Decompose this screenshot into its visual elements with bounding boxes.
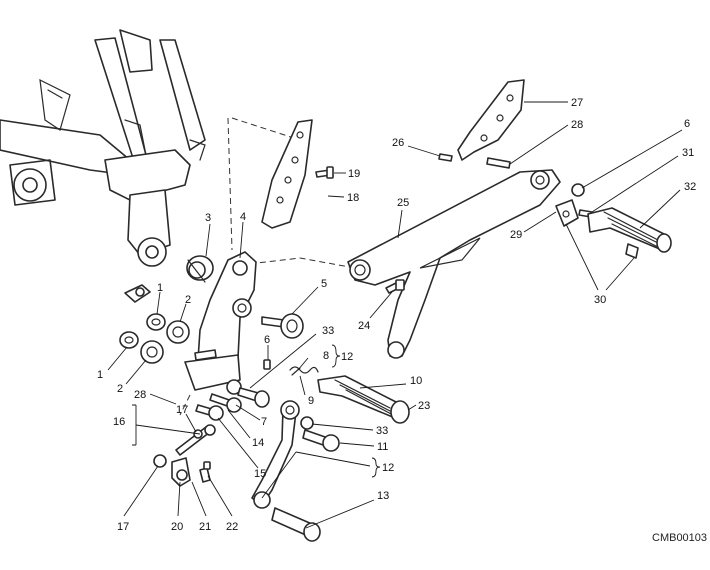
callout-4: 4 bbox=[240, 211, 246, 223]
washer-1-upper bbox=[146, 313, 166, 331]
callout-33-upper: 33 bbox=[322, 325, 334, 337]
passenger-footpeg bbox=[587, 207, 672, 259]
screw-28-right bbox=[486, 157, 511, 169]
screw-22 bbox=[199, 461, 211, 483]
callout-24: 24 bbox=[358, 320, 370, 332]
bushing-3 bbox=[186, 255, 214, 283]
plug-part bbox=[124, 284, 151, 303]
callout-2-lower: 2 bbox=[117, 383, 123, 395]
callout-7: 7 bbox=[261, 416, 267, 428]
drawing-code: CMB00103 bbox=[652, 532, 707, 544]
callout-28-right: 28 bbox=[571, 119, 583, 131]
footpeg-bracket-left bbox=[184, 251, 257, 391]
callout-21: 21 bbox=[199, 521, 211, 533]
assembly-dash-lines bbox=[179, 117, 356, 416]
screw-26 bbox=[438, 153, 453, 162]
bolt-15 bbox=[195, 404, 224, 421]
heel-guard-plate-left bbox=[261, 119, 313, 229]
callout-2-upper: 2 bbox=[185, 294, 191, 306]
callout-30: 30 bbox=[594, 294, 606, 306]
return-spring bbox=[289, 366, 319, 376]
callout-3: 3 bbox=[205, 212, 211, 224]
callout-1-lower: 1 bbox=[97, 369, 103, 381]
callout-8: 8 bbox=[323, 350, 329, 362]
callout-27: 27 bbox=[571, 97, 583, 109]
callout-18: 18 bbox=[347, 192, 359, 204]
callout-6-right: 6 bbox=[684, 118, 690, 130]
callout-19: 19 bbox=[348, 168, 360, 180]
bushing-2-lower bbox=[140, 340, 164, 364]
callout-12-lower: 12 bbox=[382, 462, 394, 474]
gear-shift-lever bbox=[251, 400, 300, 509]
bushing-2-upper bbox=[166, 320, 190, 344]
callout-20: 20 bbox=[171, 521, 183, 533]
callout-15: 15 bbox=[254, 468, 266, 480]
washer-1-lower bbox=[119, 331, 139, 349]
callout-17-lower: 17 bbox=[117, 521, 129, 533]
callout-1-upper: 1 bbox=[157, 282, 163, 294]
callout-28-left: 28 bbox=[134, 389, 146, 401]
bolt-24 bbox=[385, 279, 405, 294]
callout-17-upper: 17 bbox=[176, 404, 188, 416]
nut-6-right bbox=[571, 183, 585, 197]
callout-29: 29 bbox=[510, 229, 522, 241]
callout-23: 23 bbox=[418, 400, 430, 412]
callout-33-lower: 33 bbox=[376, 425, 388, 437]
callout-14: 14 bbox=[252, 437, 264, 449]
bolt-7 bbox=[226, 379, 270, 408]
screw-19 bbox=[315, 166, 334, 179]
passenger-footpeg-bracket bbox=[347, 169, 561, 359]
callout-6-left: 6 bbox=[264, 334, 270, 346]
callout-9: 9 bbox=[308, 395, 314, 407]
callout-12-upper: 12 bbox=[341, 351, 353, 363]
callout-25: 25 bbox=[397, 197, 409, 209]
callout-16: 16 bbox=[113, 416, 125, 428]
callout-13: 13 bbox=[377, 490, 389, 502]
callout-11: 11 bbox=[377, 441, 388, 453]
spacer-33-lower bbox=[300, 416, 314, 430]
bolt-11 bbox=[302, 429, 340, 452]
callout-26: 26 bbox=[392, 137, 404, 149]
rider-footpeg bbox=[317, 375, 410, 424]
leader-lines bbox=[107, 101, 683, 529]
pin-28 bbox=[194, 349, 217, 361]
linkage-rod bbox=[175, 424, 216, 456]
callout-32: 32 bbox=[684, 181, 696, 193]
rod-end-20 bbox=[171, 457, 191, 487]
callout-31: 31 bbox=[682, 147, 694, 159]
callout-5: 5 bbox=[321, 278, 327, 290]
callout-22: 22 bbox=[226, 521, 238, 533]
passenger-footpeg-mount bbox=[555, 199, 579, 227]
callout-10: 10 bbox=[410, 375, 422, 387]
shift-peg-13 bbox=[271, 507, 321, 542]
bolt-14 bbox=[209, 393, 242, 413]
nut-17-lower bbox=[153, 454, 167, 468]
callout-labels: 3 4 5 1 2 1 2 6 33 8 12 9 10 23 33 11 12… bbox=[97, 97, 696, 533]
frame-section bbox=[0, 29, 206, 267]
heel-guard-plate-right bbox=[457, 79, 525, 161]
pivot-bolt-5 bbox=[261, 313, 304, 339]
screw-6-left bbox=[263, 359, 271, 370]
